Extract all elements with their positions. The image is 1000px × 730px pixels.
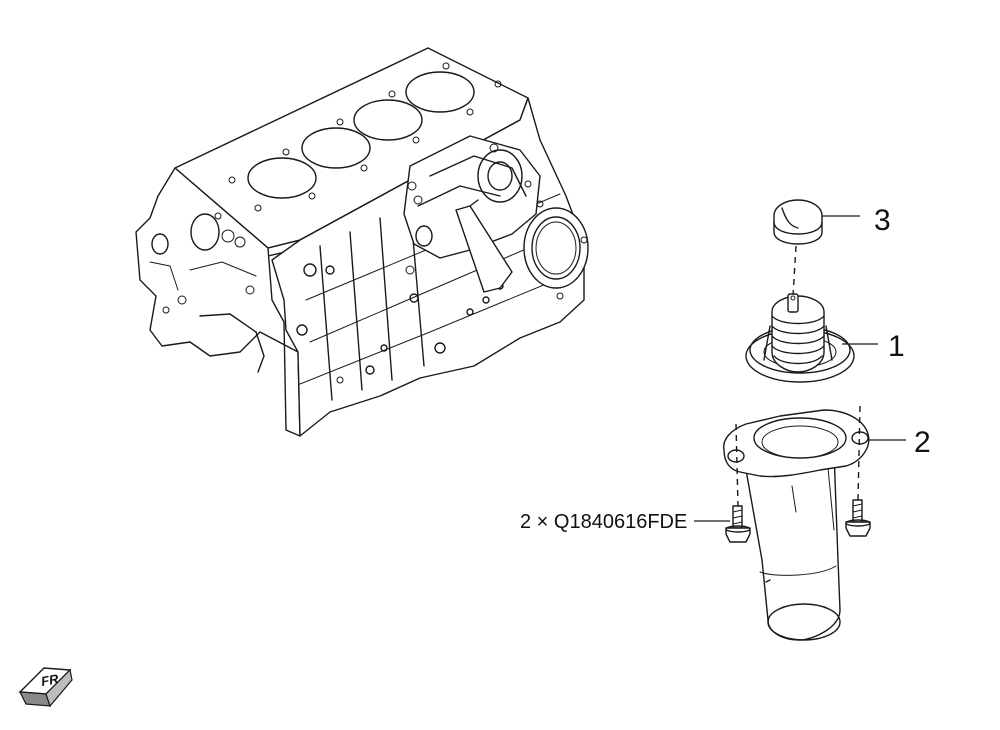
callout-3: 3 (874, 204, 891, 237)
bolt-spec-label: 2 × Q1840616FDE (520, 511, 687, 533)
gasket-cap (773, 199, 823, 245)
cylinder-bore-3 (353, 99, 423, 141)
front-bore (190, 213, 220, 251)
rear-seal-ring (523, 207, 589, 289)
callout-2: 2 (914, 426, 931, 459)
water-inlet (723, 409, 870, 641)
bolt-right (845, 499, 871, 537)
cylinder-bore-4 (405, 71, 475, 113)
bolt-left (725, 505, 751, 543)
thermostat (745, 293, 855, 383)
assembly-line-bolt-left (735, 423, 739, 507)
coolant-pipe (455, 205, 513, 293)
front-arrow-icon: FR (18, 667, 73, 708)
front-arrow-label: FR (40, 671, 60, 689)
engine-block (135, 47, 589, 437)
callout-1: 1 (888, 330, 905, 363)
deck-bolt-holes (228, 62, 502, 212)
assembly-line-bolt-right (857, 405, 861, 501)
cylinder-bore-2 (301, 127, 371, 169)
assembly-line-cap (792, 245, 797, 297)
cylinder-bore-1 (247, 157, 317, 199)
